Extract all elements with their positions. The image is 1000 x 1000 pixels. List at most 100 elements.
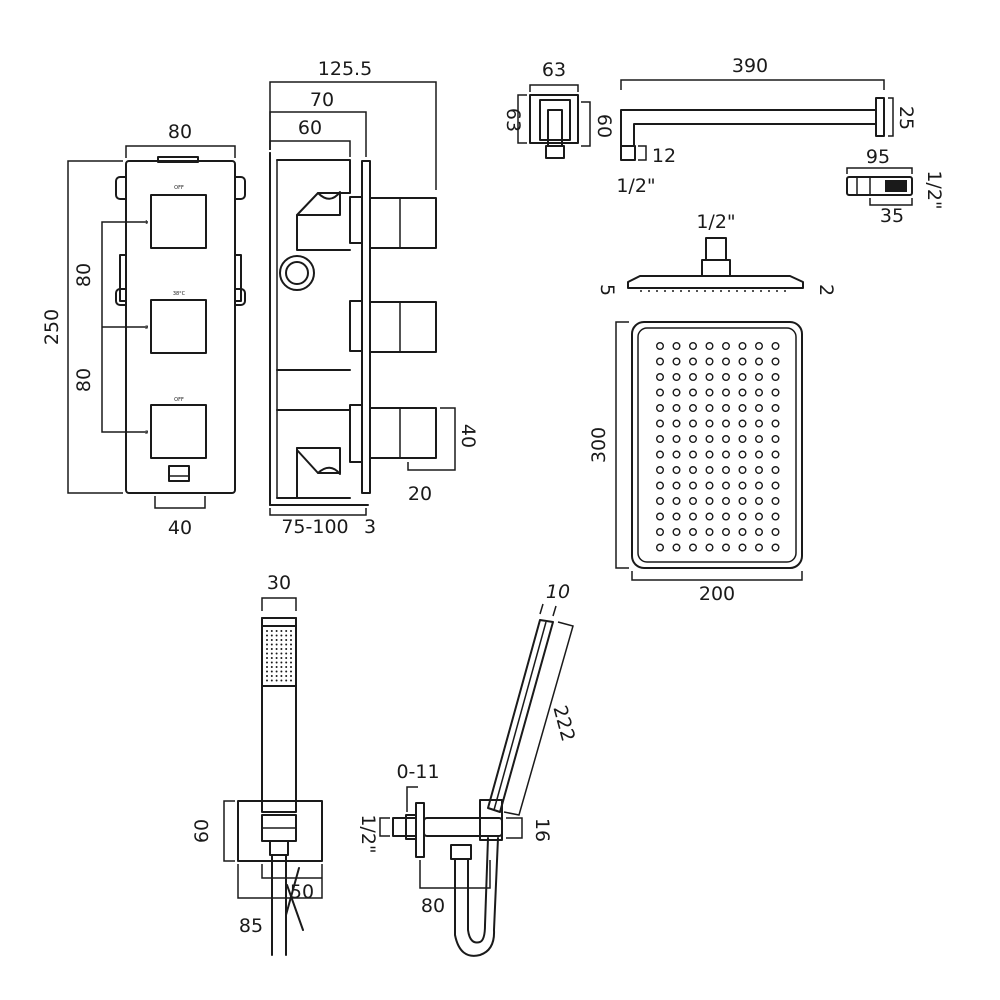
handset-side-centerline bbox=[493, 621, 547, 811]
wall-bracket-plate bbox=[415, 802, 425, 858]
bracket-plate bbox=[237, 800, 323, 862]
handset-nozzle bbox=[275, 634, 278, 637]
dim-30: 30 bbox=[267, 572, 291, 594]
dim-line-25 bbox=[888, 97, 894, 137]
nozzle bbox=[705, 543, 714, 552]
dim-63-left: 63 bbox=[502, 108, 524, 132]
nozzle bbox=[738, 481, 747, 490]
handset-nozzle bbox=[266, 643, 268, 646]
dim-line-85 bbox=[237, 864, 323, 899]
nozzle bbox=[672, 357, 681, 366]
dim-line-80-width bbox=[125, 145, 236, 158]
dim-head-2: 2 bbox=[815, 284, 837, 296]
dim-line-300 bbox=[615, 321, 629, 569]
nozzle bbox=[755, 497, 764, 506]
dim-line-60-right bbox=[581, 101, 591, 147]
handset-nozzle bbox=[275, 670, 278, 673]
nozzle bbox=[755, 419, 764, 428]
nozzle bbox=[705, 373, 714, 382]
handset-nozzle bbox=[270, 670, 273, 673]
nozzle bbox=[722, 357, 731, 366]
valve-side-view: 125.5 70 60 40 20 75-100 3 bbox=[269, 58, 479, 538]
dim-line-63-top bbox=[529, 84, 579, 92]
valve-port-outer bbox=[279, 255, 315, 291]
head-plate-side bbox=[627, 275, 804, 289]
nozzle bbox=[672, 435, 681, 444]
dim-35: 35 bbox=[880, 205, 904, 227]
handset-nozzle bbox=[266, 666, 268, 668]
handset-nozzle bbox=[285, 630, 288, 632]
nozzle bbox=[705, 419, 714, 428]
nozzle bbox=[738, 466, 747, 475]
dim-3: 3 bbox=[364, 516, 376, 538]
nozzle bbox=[689, 404, 698, 413]
nozzle bbox=[738, 419, 747, 428]
lug-low-left bbox=[115, 288, 127, 306]
dim-10: 10 bbox=[546, 581, 570, 603]
dim-200: 200 bbox=[699, 583, 735, 605]
knob-side-mid bbox=[369, 301, 437, 353]
nozzle bbox=[656, 543, 665, 552]
nozzle bbox=[771, 543, 780, 552]
elbow-nut bbox=[545, 145, 565, 159]
shower-head-face-view: 300 200 bbox=[588, 321, 803, 605]
nozzle bbox=[722, 404, 731, 413]
head-inlet-nut bbox=[705, 237, 727, 261]
hose-front-diag-2 bbox=[285, 867, 300, 916]
knob-side-bottom bbox=[369, 407, 437, 459]
label-n2: 2 bbox=[145, 325, 148, 331]
nozzle bbox=[755, 450, 764, 459]
handset-nozzle bbox=[275, 648, 278, 650]
handset-nozzle bbox=[290, 639, 292, 641]
dim-line-40-knob bbox=[407, 407, 456, 471]
label-temp: 38°C bbox=[173, 291, 186, 297]
lug-top-left bbox=[115, 176, 127, 200]
spindle-top bbox=[349, 196, 363, 244]
shower-head-side-view: 1/2" 5 2 bbox=[596, 211, 837, 296]
handset-nozzle bbox=[270, 634, 273, 637]
handset-nozzle bbox=[280, 630, 283, 632]
dim-line-70 bbox=[269, 111, 367, 157]
nozzle bbox=[722, 512, 731, 521]
nozzle bbox=[656, 342, 665, 351]
nozzle bbox=[738, 435, 747, 444]
handset-nozzle bbox=[275, 643, 278, 646]
spindle-bottom bbox=[349, 404, 363, 463]
handset-nozzle bbox=[266, 648, 268, 650]
handset-nozzle bbox=[270, 639, 273, 641]
nozzle bbox=[755, 512, 764, 521]
nozzle bbox=[705, 435, 714, 444]
handset-nozzle bbox=[285, 657, 288, 659]
handset-nozzle bbox=[270, 675, 273, 677]
handset-nozzle bbox=[280, 675, 283, 677]
hose-front-diag bbox=[286, 884, 304, 931]
handset-side-body bbox=[487, 619, 554, 813]
nozzle bbox=[656, 450, 665, 459]
hose-side-loop bbox=[454, 837, 499, 957]
nozzle bbox=[722, 342, 731, 351]
nozzle bbox=[689, 388, 698, 397]
handset-nozzle bbox=[266, 634, 268, 637]
handset-nozzle bbox=[280, 643, 283, 646]
handset-nozzle bbox=[290, 670, 292, 673]
nozzle bbox=[738, 450, 747, 459]
nozzle bbox=[689, 373, 698, 382]
nozzle bbox=[771, 481, 780, 490]
nozzle bbox=[656, 512, 665, 521]
dim-arm-inlet: 1/2" bbox=[616, 175, 655, 197]
arm-pipe bbox=[620, 109, 877, 147]
dim-12: 12 bbox=[652, 145, 676, 167]
dim-80-lower: 80 bbox=[73, 368, 95, 392]
dim-80-upper: 80 bbox=[73, 263, 95, 287]
dim-16: 16 bbox=[531, 818, 553, 842]
handset-cap bbox=[261, 617, 297, 627]
nozzle bbox=[771, 342, 780, 351]
handset-nozzle bbox=[285, 661, 288, 664]
handset-front-view: 30 60 50 85 bbox=[191, 572, 323, 956]
handset-nozzle bbox=[275, 639, 278, 641]
dim-60-side: 60 bbox=[298, 117, 322, 139]
handset-nozzle bbox=[290, 652, 292, 655]
handset-nozzle bbox=[266, 630, 268, 632]
handset-nozzle-grid bbox=[266, 630, 292, 682]
